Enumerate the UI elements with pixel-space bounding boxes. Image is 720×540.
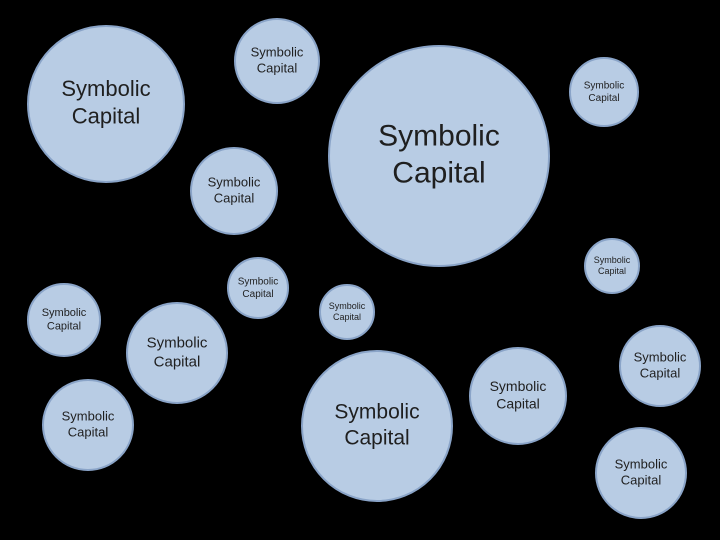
bubble-circle [27,283,101,357]
bubble-label-line2: Capital [640,365,681,380]
bubble-label-line2: Capital [47,321,81,333]
bubble-label-line2: Capital [621,472,662,487]
bubble-label-line1: Symbolic [42,307,87,319]
bubble-label-line2: Capital [392,157,485,190]
bubble-label-line1: Symbolic [238,276,279,287]
bubble-circle [301,350,453,502]
bubble-label-line2: Capital [154,353,201,370]
bubble-label-line1: Symbolic [334,401,419,424]
bubble-circle [328,45,550,267]
bubble-label-line2: Capital [496,395,540,411]
bubble-label-line2: Capital [333,312,361,322]
bubble-circle [234,18,320,104]
bubble-label-line2: Capital [598,266,626,276]
bubble-circle [319,284,375,340]
bubble-label-line1: Symbolic [615,456,668,471]
bubble-label-line1: Symbolic [594,255,631,265]
bubble-label-line2: Capital [214,190,255,205]
bubble-label-line1: Symbolic [251,44,304,59]
bubble-circle [584,238,640,294]
bubble-label-line1: Symbolic [208,174,261,189]
bubble-label-line2: Capital [257,60,298,75]
bubble-circle [126,302,228,404]
bubble-label-line2: Capital [68,424,109,439]
bubble-label-line2: Capital [242,289,273,300]
bubble-label-line1: Symbolic [62,408,115,423]
bubble-circle [227,257,289,319]
bubble-label-line1: Symbolic [584,80,625,91]
bubble-label-line1: Symbolic [378,119,500,152]
bubble-label-line1: Symbolic [61,76,150,101]
bubble-circle [190,147,278,235]
bubble-circle [595,427,687,519]
bubble-label-line2: Capital [344,427,409,450]
bubble-label-line1: Symbolic [329,301,366,311]
bubble-circle [469,347,567,445]
bubble-label-line1: Symbolic [634,349,687,364]
bubble-label-line1: Symbolic [147,335,208,352]
bubble-circle [42,379,134,471]
bubble-label-line2: Capital [588,93,619,104]
bubble-circle [569,57,639,127]
bubble-label-line1: Symbolic [490,378,547,394]
bubble-circle [619,325,701,407]
bubble-label-line2: Capital [72,103,140,128]
bubble-circle [27,25,185,183]
